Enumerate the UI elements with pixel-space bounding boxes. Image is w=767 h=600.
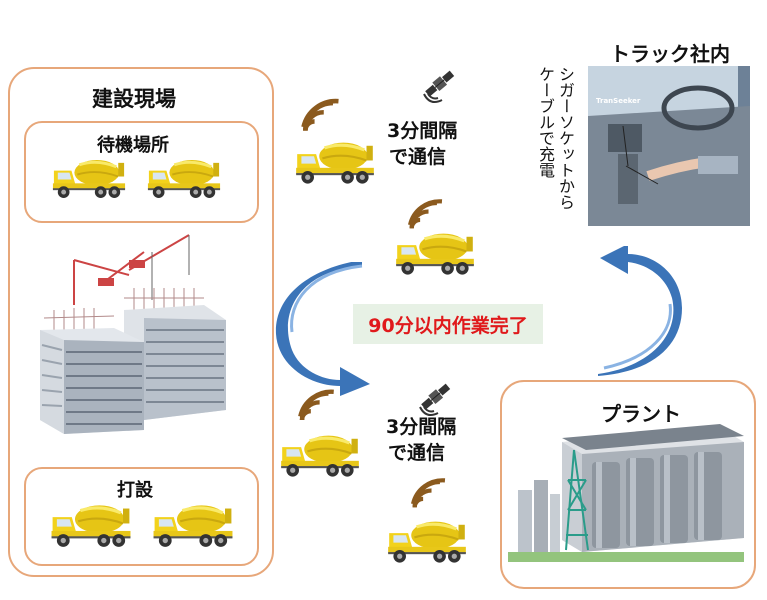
signal-icon	[295, 383, 339, 427]
mixer-truck-icon	[50, 155, 128, 199]
mixer-truck-icon	[393, 228, 477, 276]
truck-cabin-title: トラック社内	[610, 42, 730, 66]
device-label: TranSeeker	[596, 97, 641, 105]
comm-interval-top: 3分間隔 で通信	[387, 118, 457, 170]
waiting-area-label: 待機場所	[97, 135, 169, 156]
mixer-truck-icon	[293, 137, 377, 185]
mixer-truck-icon	[278, 430, 362, 478]
truck-cabin-note-line1: シガーソケットから	[556, 66, 575, 210]
comm-interval-bottom-line1: 3分間隔	[386, 416, 457, 438]
mixer-truck-icon	[48, 500, 134, 548]
mixer-truck-icon	[385, 516, 469, 564]
truck-cabin-note-line2: ケーブルで充電	[536, 66, 555, 178]
building-icon	[40, 234, 226, 434]
comm-interval-bottom: 3分間隔 で通信	[386, 414, 456, 466]
comm-interval-top-line2: で通信	[389, 146, 447, 168]
satellite-icon	[420, 64, 460, 104]
signal-icon	[298, 92, 344, 138]
cycle-arrow-left-icon	[275, 262, 370, 396]
comm-interval-bottom-line2: で通信	[388, 442, 446, 464]
cycle-arrow-right-icon	[598, 246, 682, 376]
satellite-icon	[416, 377, 456, 417]
plant-icon	[508, 424, 744, 562]
plant-title: プラント	[601, 402, 681, 426]
construction-site-title: 建設現場	[92, 87, 176, 111]
comm-interval-top-line1: 3分間隔	[387, 120, 458, 142]
mixer-truck-icon	[150, 500, 236, 548]
work-completion-label: 90分以内作業完了	[353, 304, 543, 344]
truck-cabin-photo	[588, 66, 750, 226]
mixer-truck-icon	[145, 155, 223, 199]
signal-icon	[408, 472, 450, 514]
pouring-area-label: 打設	[117, 480, 153, 501]
